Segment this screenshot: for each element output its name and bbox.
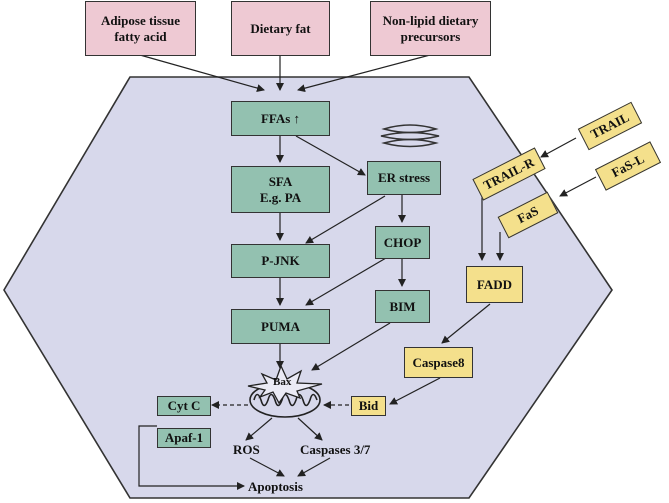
dietary-fat-box: Dietary fat	[231, 1, 330, 56]
bid-box: Bid	[351, 396, 386, 416]
ros-label: ROS	[233, 442, 260, 457]
cyt-c-box: Cyt C	[157, 396, 211, 416]
adipose-fatty-acid-box: Adipose tissue fatty acid	[85, 1, 196, 56]
bax-label: Bax	[273, 376, 292, 388]
p-jnk-box: P-JNK	[231, 244, 330, 278]
cell-hexagon	[3, 76, 613, 499]
connector-arrows	[138, 54, 597, 490]
ffas-box: FFAs ↑	[231, 101, 330, 136]
non-lipid-precursors-box: Non-lipid dietary precursors	[370, 1, 491, 56]
bax-star-icon	[247, 364, 323, 405]
caspase8-box: Caspase8	[404, 347, 473, 378]
puma-box: PUMA	[231, 309, 330, 344]
apoptosis-label: Apoptosis	[248, 479, 303, 494]
chop-box: CHOP	[375, 226, 430, 259]
apaf-1-box: Apaf-1	[157, 428, 211, 448]
er-stress-box: ER stress	[367, 161, 441, 195]
bim-box: BIM	[375, 290, 430, 323]
sfa-box: SFA E.g. PA	[231, 166, 330, 213]
fadd-box: FADD	[466, 266, 523, 303]
endoplasmic-reticulum-icon	[380, 124, 440, 148]
caspases-3-7-label: Caspases 3/7	[300, 442, 371, 457]
